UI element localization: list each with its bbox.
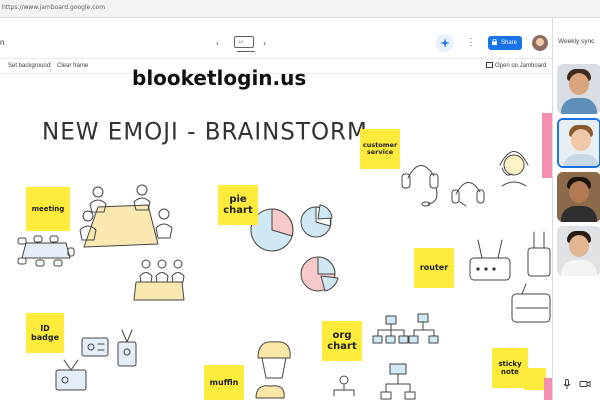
- small-table-doodle: [17, 235, 75, 267]
- microphone-icon[interactable]: [561, 378, 573, 390]
- board-drawings: [17, 151, 551, 400]
- participant-tile[interactable]: [557, 64, 600, 114]
- url-text[interactable]: https://www.jamboard.google.com: [2, 4, 106, 11]
- participant-tile-active[interactable]: [557, 118, 600, 168]
- external-window-icon: [486, 62, 493, 68]
- meet-controls: [557, 376, 600, 392]
- frame-indicator: 1/2: [238, 39, 244, 44]
- participant-body: [561, 206, 597, 222]
- meeting-title: Weekly sync: [558, 38, 595, 45]
- support-agent-doodle: [499, 151, 529, 187]
- set-background-button[interactable]: Set background: [8, 63, 51, 69]
- participant-face: [569, 73, 589, 95]
- open-on-jamboard-button[interactable]: Open on Jamboard: [486, 62, 546, 69]
- participant-body: [561, 260, 597, 276]
- sticky-pie-chart[interactable]: pie chart: [218, 185, 258, 225]
- lock-icon: [492, 39, 497, 45]
- sticky-id-badge[interactable]: ID badge: [26, 313, 64, 353]
- more-options-icon[interactable]: ⋮: [466, 37, 476, 48]
- sticky-router[interactable]: router: [414, 248, 454, 288]
- sticky-org-chart[interactable]: org chart: [322, 321, 362, 361]
- toolbar-divider: [50, 61, 51, 72]
- id-badge-doodles: [55, 329, 137, 391]
- share-label: Share: [501, 40, 518, 46]
- sticky-customer-service[interactable]: customer service: [360, 129, 400, 169]
- sparkle-icon: [440, 38, 450, 48]
- audience-doodle: [133, 259, 185, 301]
- participant-tile[interactable]: [557, 172, 600, 222]
- sticky-sticky-note[interactable]: sticky note: [492, 348, 528, 388]
- clear-frame-button[interactable]: Clear frame: [57, 63, 89, 69]
- meeting-table-doodle: [79, 184, 173, 248]
- title-fragment: n: [0, 38, 5, 47]
- open-on-jamboard-label: Open on Jamboard: [495, 63, 547, 69]
- previous-frame-chevron-icon[interactable]: ‹: [216, 38, 219, 48]
- jamboard-main: n ‹ 1/2 › ⋮: [0, 18, 552, 400]
- browser-url-bar[interactable]: https://www.jamboard.google.com: [0, 0, 600, 18]
- share-button[interactable]: Share: [488, 36, 522, 50]
- partial-pink-shape: [542, 113, 552, 178]
- top-right-actions: ⋮ Share: [436, 34, 552, 54]
- frame-navigator: ‹ 1/2 ›: [216, 36, 276, 52]
- partial-pink-shape-bottom: [544, 378, 552, 400]
- frame-bar-button[interactable]: 1/2: [234, 36, 255, 52]
- top-bar: n ‹ 1/2 › ⋮: [0, 32, 552, 56]
- participant-body: [563, 154, 599, 166]
- org-chart-doodles: [333, 313, 439, 400]
- sticky-muffin[interactable]: muffin: [204, 365, 244, 400]
- muffin-doodles: [255, 341, 291, 399]
- participant-face: [571, 129, 591, 151]
- pie-chart-doodles: [250, 204, 339, 292]
- board-title: NEW EMOJI - BRAINSTORM: [42, 118, 368, 146]
- sticky-note-doodle: [524, 368, 546, 390]
- meet-sidebar: Weekly sync: [552, 18, 600, 400]
- camera-icon[interactable]: [579, 378, 591, 390]
- participant-face: [569, 181, 589, 203]
- assist-button[interactable]: [436, 34, 454, 52]
- participant-body: [561, 98, 597, 114]
- participant-tile[interactable]: [557, 226, 600, 276]
- user-avatar[interactable]: [532, 35, 548, 51]
- router-doodles: [469, 231, 551, 323]
- watermark-text: blooketlogin.us: [132, 66, 307, 90]
- next-frame-chevron-icon[interactable]: ›: [263, 38, 266, 48]
- board-toolbar: Set background Clear frame Open on Jambo…: [0, 58, 552, 74]
- sticky-meeting[interactable]: meeting: [26, 187, 70, 231]
- headset-doodles: [401, 165, 485, 207]
- participant-face: [569, 235, 589, 257]
